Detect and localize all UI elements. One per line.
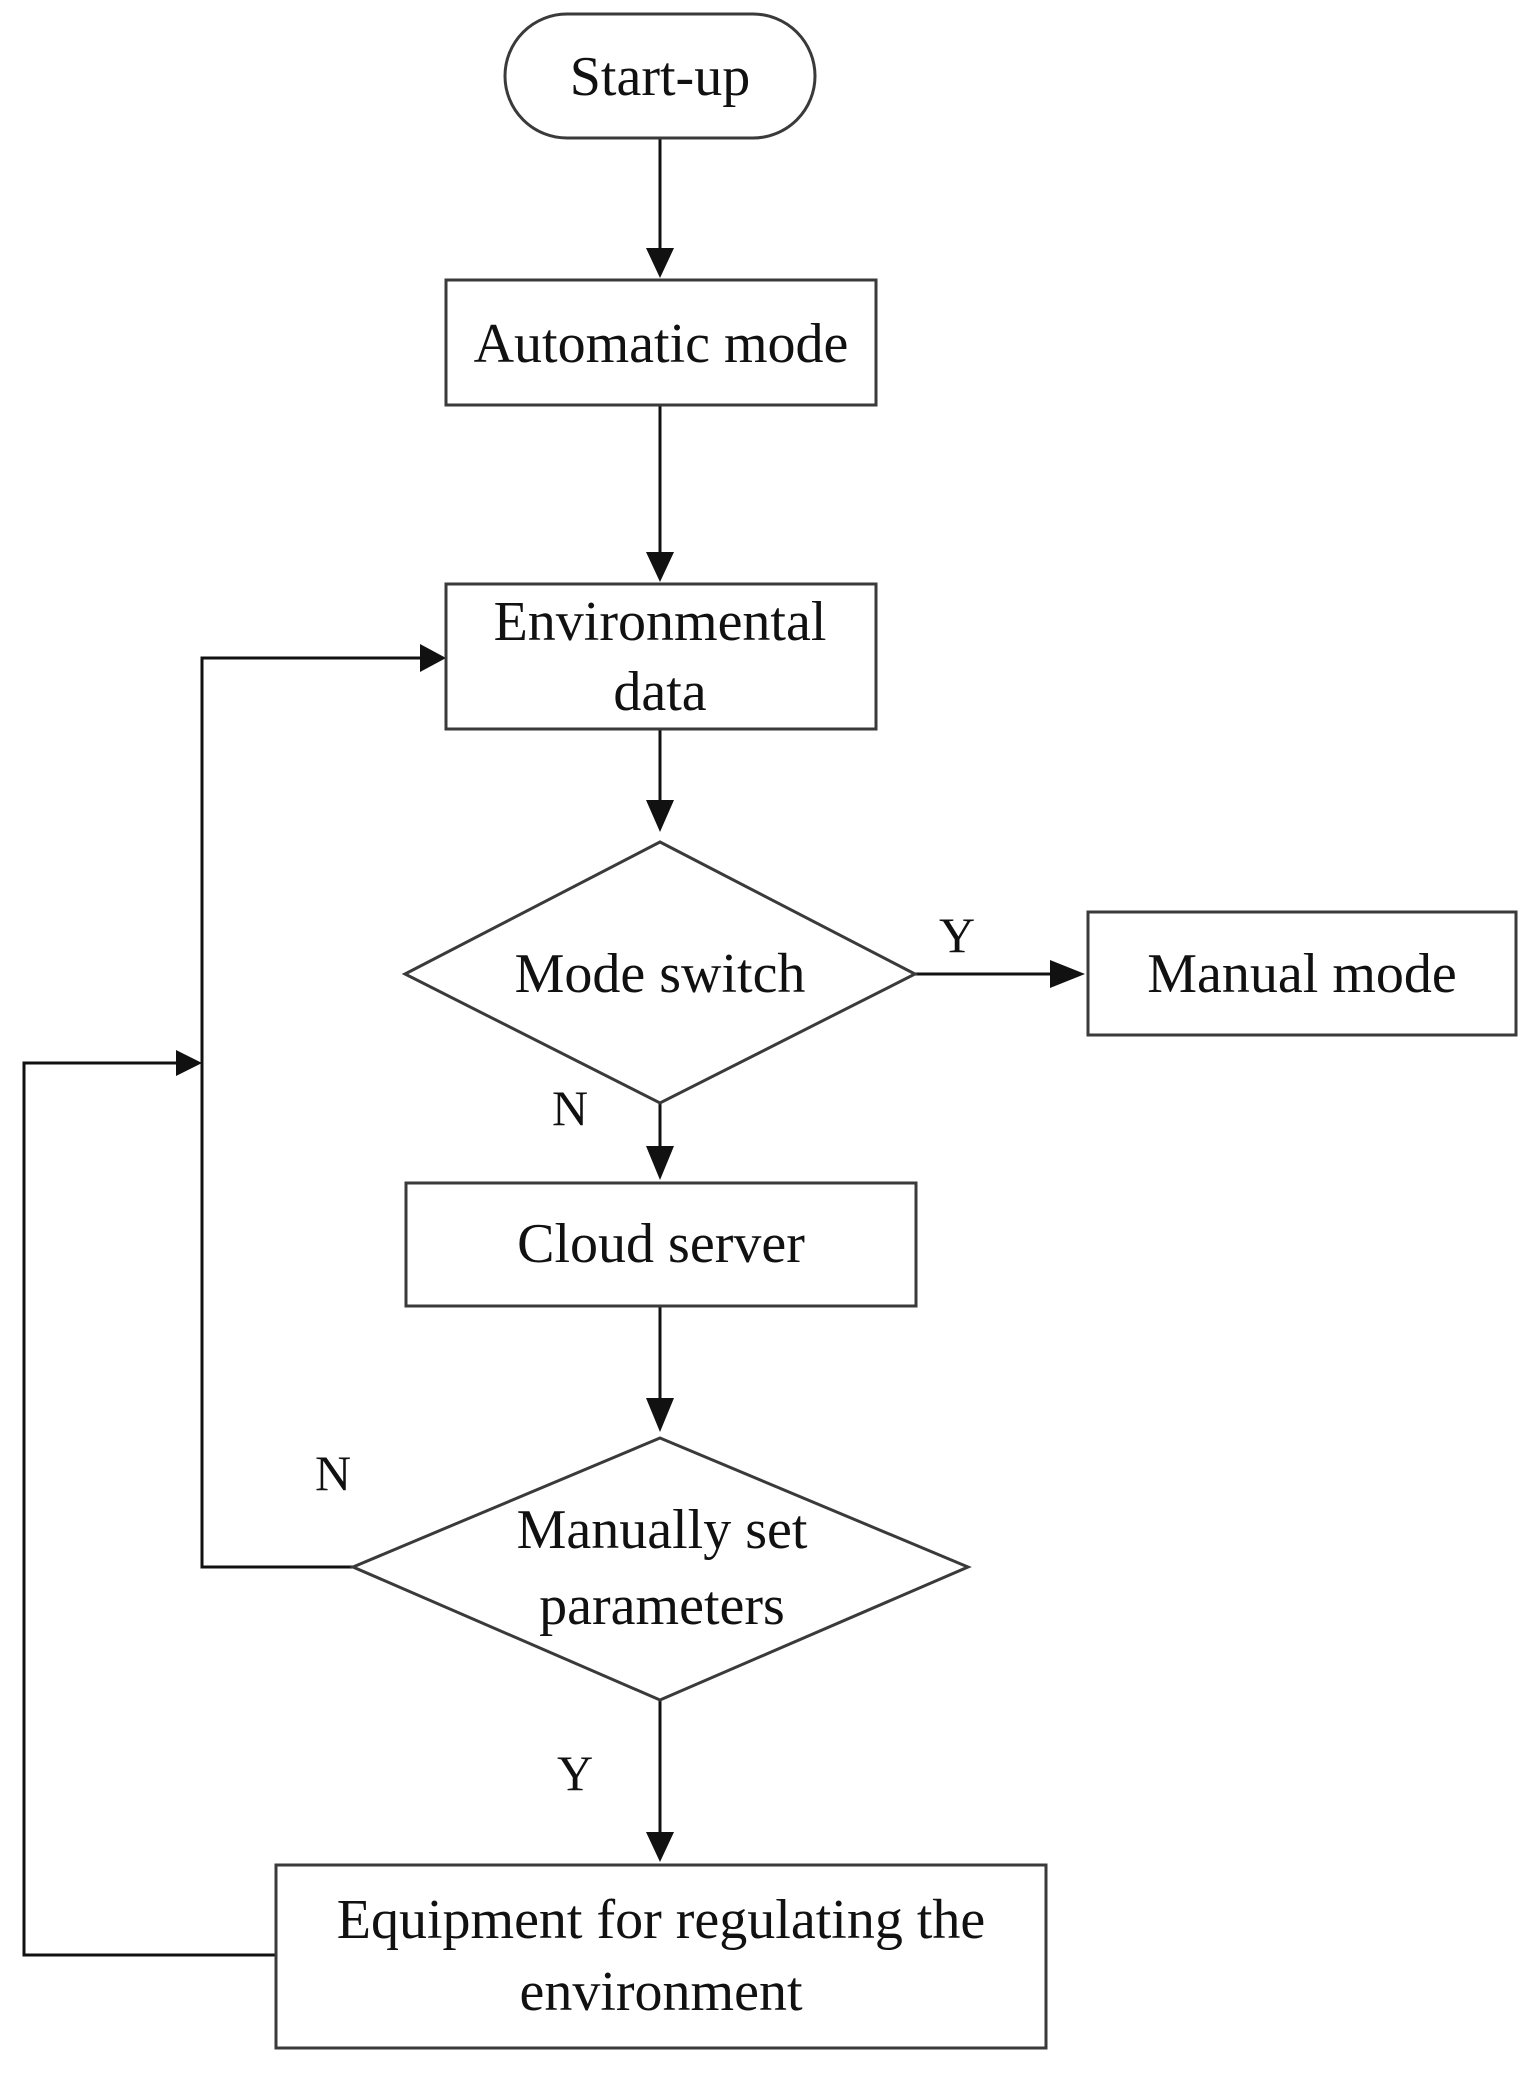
environmental-data-label-line2: data [613, 661, 706, 723]
node-start: Start-up [503, 12, 817, 140]
environmental-data-label-line1: Environmental [494, 591, 827, 653]
manually-set-label-line1: Manually set [517, 1499, 808, 1561]
manually-set-label-line2: parameters [539, 1575, 785, 1637]
automatic-mode-box [444, 278, 878, 407]
cloud-server-box [404, 1181, 918, 1308]
node-mode-switch: Mode switch [401, 840, 919, 1105]
arrowhead-down-switch [646, 800, 674, 832]
mode-switch-diamond [401, 840, 919, 1105]
environmental-data-box [444, 582, 878, 731]
cloud-server-label: Cloud server [517, 1213, 805, 1275]
manually-set-diamond [349, 1436, 972, 1702]
arrowhead-down-env [646, 552, 674, 582]
manual-mode-box [1086, 910, 1518, 1037]
arrowhead-down-auto [646, 248, 674, 278]
connector-set-no-loop [200, 656, 420, 1569]
arrowheads [176, 248, 1085, 1862]
manually-set-yes-label: Y [557, 1745, 593, 1801]
node-manual-mode: Manual mode [1086, 910, 1518, 1037]
mode-switch-no-label: N [552, 1080, 588, 1136]
arrowhead-down-cloud [646, 1146, 674, 1180]
equipment-label-line1: Equipment for regulating the [337, 1889, 985, 1951]
mode-switch-yes-label: Y [939, 907, 975, 963]
node-equipment: Equipment for regulating the environment [274, 1863, 1048, 2050]
node-cloud-server: Cloud server [404, 1181, 918, 1308]
arrowhead-down-equipment [646, 1832, 674, 1862]
arrowhead-right-loop [176, 1050, 202, 1076]
connector-equipment-loop [22, 1061, 276, 1957]
mode-switch-label: Mode switch [515, 943, 806, 1005]
arrowhead-down-set [646, 1398, 674, 1432]
automatic-mode-label: Automatic mode [474, 313, 849, 375]
start-label: Start-up [570, 46, 750, 108]
arrowhead-right-env [420, 644, 446, 672]
manually-set-no-label: N [315, 1445, 351, 1501]
start-terminal [503, 12, 817, 140]
node-environmental-data: Environmental data [444, 582, 878, 731]
equipment-box [274, 1863, 1048, 2050]
node-manually-set-parameters: Manually set parameters [349, 1436, 972, 1702]
connectors [22, 138, 1050, 1957]
arrowhead-right-manual [1050, 960, 1085, 988]
equipment-label-line2: environment [519, 1961, 802, 2023]
manual-mode-label: Manual mode [1147, 943, 1456, 1005]
node-automatic-mode: Automatic mode [444, 278, 878, 407]
edge-labels: Y N N Y [315, 907, 975, 1801]
